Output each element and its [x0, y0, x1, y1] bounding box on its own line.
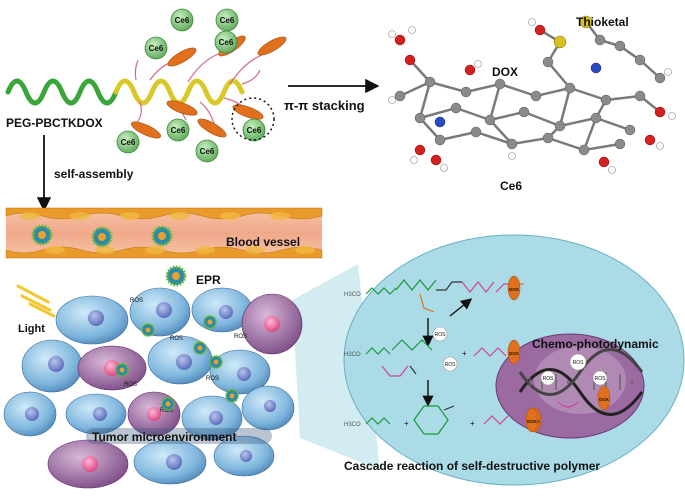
nanoparticles-tumor — [115, 315, 239, 411]
reaction-row-2: H3CO — [344, 339, 507, 377]
svg-text:ROS: ROS — [573, 360, 585, 366]
svg-text:Ce6: Ce6 — [200, 147, 215, 156]
nanoparticle — [203, 315, 217, 329]
ros-label: ROS — [170, 336, 183, 342]
plus-sign: + — [404, 419, 409, 428]
nanoparticle — [193, 341, 207, 355]
self-assembly-label: self-assembly — [54, 167, 134, 181]
nanoparticle — [141, 323, 155, 337]
ce6-beads: Ce6 Ce6 Ce6 Ce6 Ce6 Ce6 Ce6 Ce6 — [116, 8, 266, 163]
svg-text:DOX: DOX — [509, 351, 519, 356]
molecule-model: Thioketal DOX Ce6 — [388, 15, 676, 193]
svg-text:ROS: ROS — [445, 362, 457, 368]
reaction-row-1: H3CO — [344, 279, 524, 313]
svg-text:Ce6: Ce6 — [220, 16, 235, 25]
plus-sign: + — [462, 349, 467, 358]
nanoparticle — [225, 389, 239, 403]
nanoparticle — [91, 226, 113, 248]
dox-tag: DOX — [507, 339, 521, 365]
svg-text:H3CO: H3CO — [344, 352, 361, 358]
polymer-group: Ce6 Ce6 Ce6 Ce6 Ce6 Ce6 Ce6 Ce6 PEG-PBCT… — [5, 8, 287, 163]
dox-pendants-bottom — [131, 69, 264, 139]
dox-ellipse — [197, 118, 227, 138]
ros-label: ROS — [130, 298, 143, 304]
ce6-bead: Ce6 — [195, 139, 219, 163]
ce6-bead: Ce6 — [166, 118, 190, 142]
ros-label: ROS — [206, 376, 219, 382]
svg-text:Ce6: Ce6 — [219, 38, 234, 47]
ros-node: ROS — [442, 356, 458, 372]
highlight-circle — [231, 97, 275, 141]
svg-text:Ce6: Ce6 — [247, 126, 262, 135]
ce6-bead: Ce6 — [214, 30, 238, 54]
sulfur-atoms — [553, 15, 593, 49]
ros-label: ROS — [160, 408, 173, 414]
ce6-molecule-label: Ce6 — [500, 179, 522, 193]
epr-label: EPR — [196, 273, 221, 287]
peg-chain — [5, 78, 119, 106]
ce6-bead: Ce6 — [144, 36, 168, 60]
dox-tag: DOX — [507, 275, 521, 301]
light-rays — [16, 284, 56, 318]
nanoparticle — [209, 355, 223, 369]
light-label: Light — [18, 323, 45, 335]
dox-ellipse — [131, 121, 161, 139]
chemo-label: Chemo-photodynamic — [532, 337, 659, 351]
nanoparticle — [151, 225, 173, 247]
ros-node: ROS — [432, 326, 448, 342]
stacking-label: π-π stacking — [284, 98, 365, 113]
polymer-label: PEG-PBCTKDOX — [6, 116, 103, 130]
nanoparticles-vessel — [31, 224, 187, 287]
thioketal-label: Thioketal — [576, 15, 629, 29]
svg-text:DOX: DOX — [509, 287, 519, 292]
blood-vessel: Blood vessel — [5, 207, 323, 259]
reaction-row-3: H3CO — [344, 405, 509, 435]
svg-text:DOX: DOX — [527, 419, 537, 424]
ce6-bead: Ce6 — [170, 8, 194, 32]
svg-text:H3CO: H3CO — [344, 292, 361, 298]
ros-bubbles: ROS ROS ROS — [540, 353, 608, 386]
svg-text:ROS: ROS — [543, 376, 555, 382]
ce6-bead: Ce6 — [215, 8, 239, 32]
ros-label: ROS — [234, 334, 247, 340]
svg-text:H3CO: H3CO — [344, 422, 361, 428]
svg-text:Ce6: Ce6 — [171, 126, 186, 135]
plus-sign: + — [470, 419, 475, 428]
svg-text:DOX: DOX — [599, 397, 609, 402]
svg-text:ROS: ROS — [435, 332, 447, 338]
blood-vessel-label: Blood vessel — [226, 235, 300, 249]
nanoparticle — [31, 224, 53, 246]
ce6-bead: Ce6 — [116, 130, 140, 154]
dox-label: DOX — [492, 65, 518, 79]
tumor-label: Tumor microenvironment — [92, 430, 236, 444]
dox-tag: DOX — [525, 407, 539, 433]
dox-ellipse — [232, 104, 264, 120]
svg-text:Ce6: Ce6 — [175, 16, 190, 25]
svg-text:Ce6: Ce6 — [121, 138, 136, 147]
tumor-cluster: ROS ROS ROS ROS ROS ROS Tumor microenvir… — [3, 264, 380, 489]
dox-ellipse — [166, 100, 198, 116]
pbc-chain — [113, 78, 245, 106]
cascade-label: Cascade reaction of self-destructive pol… — [344, 459, 600, 473]
nanoparticle — [115, 363, 129, 377]
dox-ellipse — [257, 36, 287, 56]
dox-ellipse — [167, 47, 197, 67]
nanoparticle — [165, 265, 187, 287]
reaction-arrow — [449, 298, 473, 317]
ce6-bead: Ce6 — [242, 118, 266, 142]
svg-text:ROS: ROS — [595, 376, 607, 382]
nanoparticle — [161, 397, 175, 411]
ros-label: ROS — [124, 382, 137, 388]
svg-text:Ce6: Ce6 — [149, 44, 164, 53]
zoom-detail: ROS ROS ROS DOX DOX Chemo-photodynamic H… — [343, 234, 685, 486]
